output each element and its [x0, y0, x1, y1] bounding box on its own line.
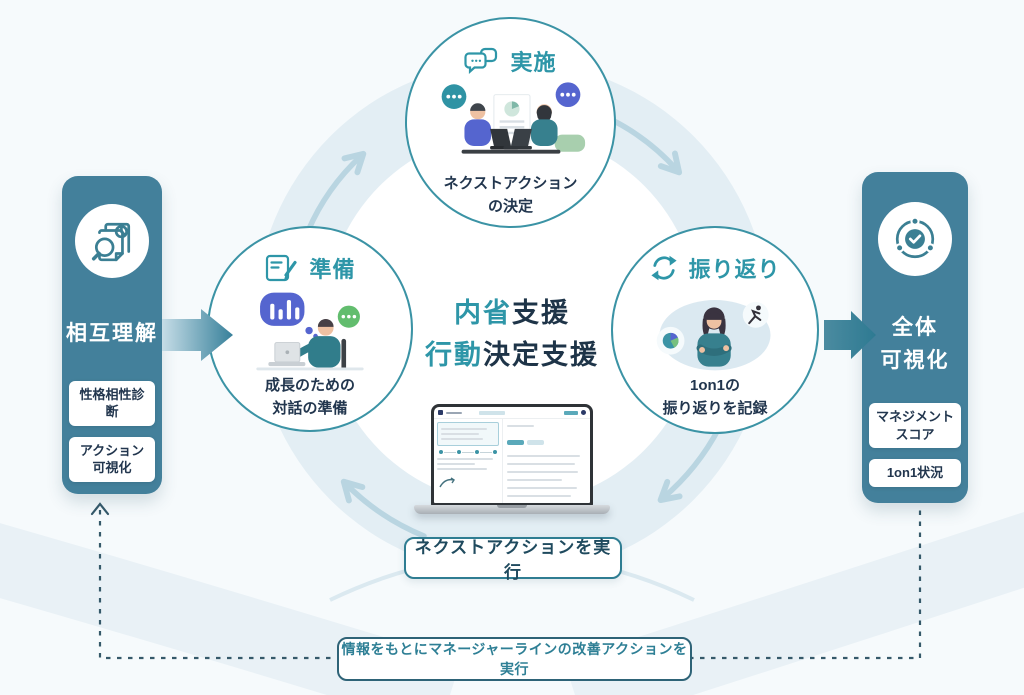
- node-preparation: 準備 成長のための 対話の準: [207, 226, 413, 432]
- flow-arrow-bottom-left: [340, 478, 427, 539]
- headline-line2: 行動決定支援: [425, 340, 599, 370]
- laptop-notch: [497, 505, 527, 508]
- improvement-loop-label: 情報をもとにマネージャーラインの改善アクションを実行: [337, 637, 692, 681]
- laptop-base: [414, 505, 610, 514]
- badge-personality-diagnosis: 性格相性診断: [69, 380, 155, 426]
- node-title: 準備: [309, 257, 356, 282]
- magnifier-report-icon: [75, 204, 149, 278]
- node-reflection: 振り返り 1on1の 振り返りを記録: [611, 226, 819, 434]
- arrow-cycle-to-right-panel-icon: [822, 309, 878, 361]
- chat-bubbles-icon: [464, 47, 501, 75]
- refresh-cycle-icon: [649, 253, 679, 283]
- node-title: 振り返り: [688, 257, 781, 282]
- node-caption: 1on1の 振り返りを記録: [662, 377, 768, 417]
- center-headline: 内省支援 行動決定支援: [362, 292, 662, 376]
- node-implementation: 実施: [405, 17, 616, 228]
- reflection-illustration: [641, 287, 789, 375]
- implementation-illustration: [435, 81, 587, 173]
- laptop: [414, 404, 610, 514]
- node-caption: 成長のための 対話の準備: [264, 377, 355, 417]
- flow-arrow-bottom-right: [657, 425, 722, 503]
- node-caption: ネクストアクション の決定: [443, 175, 578, 215]
- panel-mutual-understanding: 相互理解 性格相性診断 アクション 可視化: [62, 176, 162, 494]
- arrow-left-panel-to-cycle-icon: [160, 306, 236, 364]
- node-title: 実施: [510, 50, 557, 75]
- document-pencil-icon: [264, 253, 300, 283]
- target-check-icon: [878, 202, 952, 276]
- panel-title: 相互理解: [66, 322, 158, 345]
- panel-title: 全体 可視化: [880, 316, 950, 372]
- badge-management-score: マネジメント スコア: [869, 403, 961, 449]
- cycle-ring-inner: [325, 131, 699, 505]
- laptop-ui-mock: [434, 407, 590, 503]
- panel-overall-visualization: 全体 可視化 マネジメント スコア 1on1状況: [862, 172, 968, 503]
- feedback-arrowhead-icon: [90, 502, 110, 516]
- execute-action-label: ネクストアクションを実行: [404, 537, 622, 582]
- badge-1on1-status: 1on1状況: [869, 459, 961, 487]
- preparation-illustration: [236, 287, 384, 375]
- headline-line1: 内省支援: [454, 298, 570, 328]
- laptop-screen: [431, 404, 593, 506]
- flow-arrow-top-left: [305, 150, 367, 234]
- badge-action-visualization: アクション 可視化: [69, 436, 155, 482]
